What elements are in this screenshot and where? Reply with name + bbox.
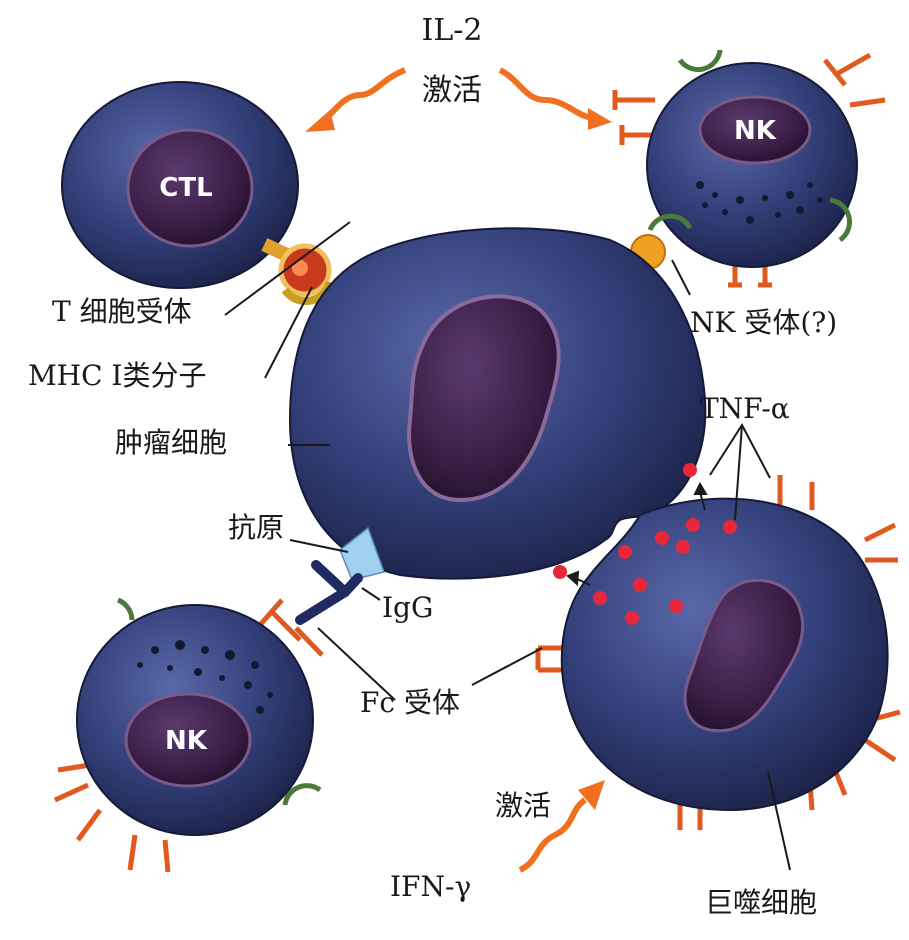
- activation-label-top: 激活: [422, 73, 482, 108]
- nk-top-label: NK: [734, 116, 777, 146]
- tnf-alpha-label: TNF-α: [700, 392, 790, 425]
- il2-label: IL-2: [422, 13, 483, 48]
- nk-bottom-label: NK: [165, 726, 208, 756]
- activation-label-bottom: 激活: [495, 789, 551, 822]
- nk-cell-bottom: NK: [55, 600, 322, 872]
- igg-label: IgG: [382, 591, 433, 624]
- il2-arrow-left: [305, 70, 405, 132]
- macrophage-label: 巨噬细胞: [705, 886, 817, 919]
- antigen-label: 抗原: [228, 511, 284, 544]
- tcr-mhc-connector: [261, 238, 330, 301]
- il2-arrow-right: [500, 70, 612, 130]
- nk-receptor-label: NK 受体(?): [690, 306, 837, 339]
- fc-receptor-label: Fc 受体: [360, 686, 460, 719]
- t-cell-receptor-label: T 细胞受体: [52, 295, 192, 328]
- mhc-i-label: MHC I类分子: [28, 359, 206, 392]
- tumor-cell-label: 肿瘤细胞: [115, 426, 227, 459]
- ctl-label: CTL: [159, 173, 212, 203]
- ctl-cell: CTL: [62, 82, 298, 288]
- ifn-gamma-label: IFN-γ: [390, 870, 471, 903]
